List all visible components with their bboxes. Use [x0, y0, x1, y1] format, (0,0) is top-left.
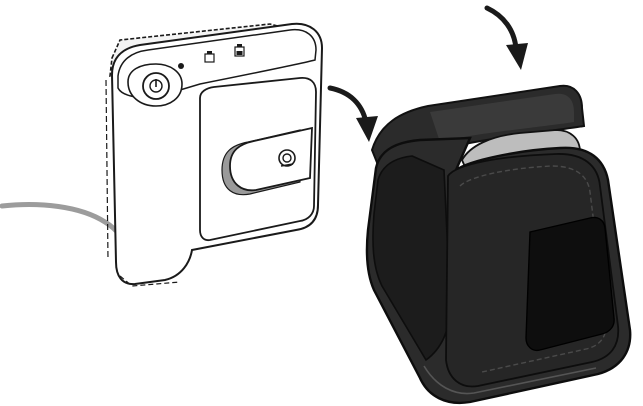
indicator-light-icon [178, 63, 184, 69]
power-cable [2, 205, 128, 248]
device [106, 24, 322, 286]
arrow-icon [487, 8, 528, 70]
power-button-icon [143, 73, 169, 99]
snap-button [279, 150, 295, 166]
carry-case [367, 86, 630, 403]
case-window-panel [526, 217, 614, 350]
device-edge-line [106, 80, 108, 260]
arrow-icon [330, 88, 378, 142]
case-side-panel [373, 156, 450, 360]
